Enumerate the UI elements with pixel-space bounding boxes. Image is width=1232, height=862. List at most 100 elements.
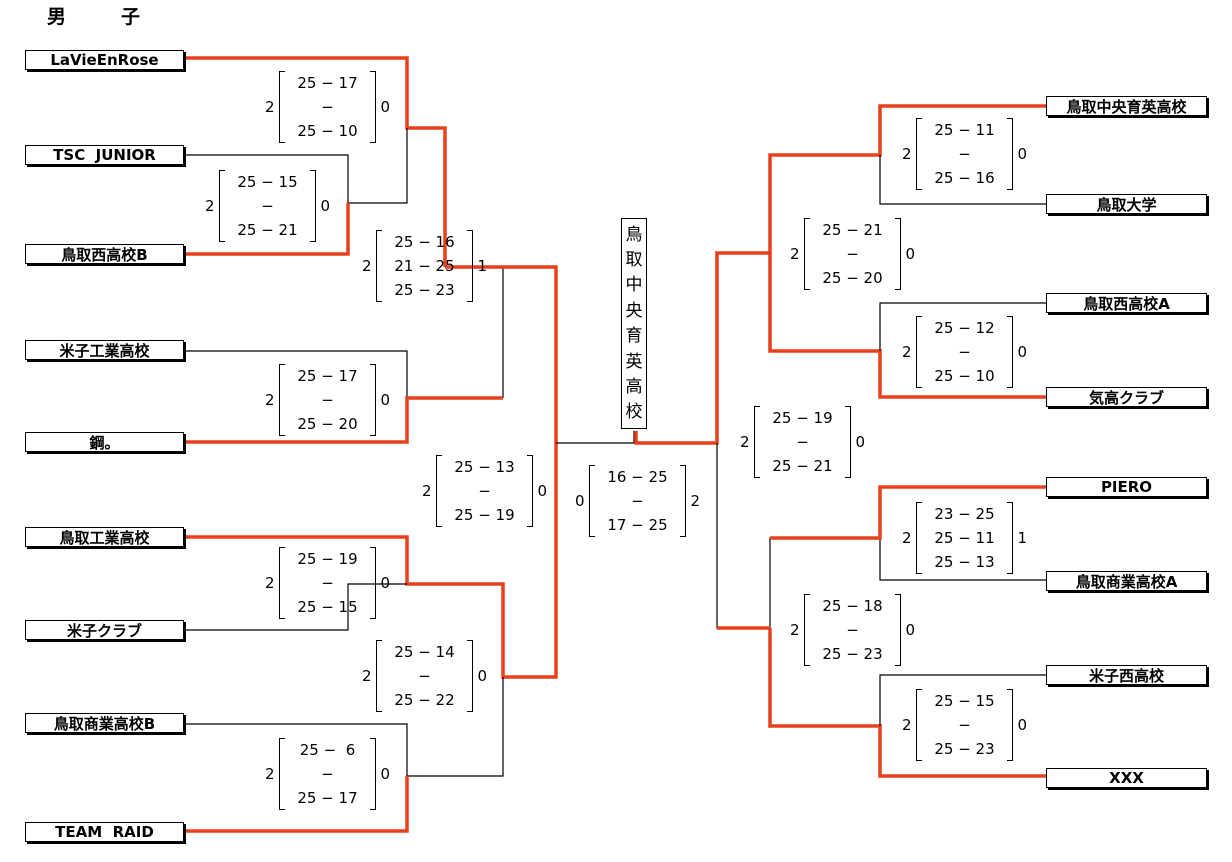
sets-won-left: 2 (265, 574, 275, 592)
set-score: 25 − 17 (297, 788, 358, 807)
set-score: 25 − 21 (822, 220, 883, 239)
bracket-right (895, 218, 901, 290)
champion-char: 英 (625, 351, 643, 372)
set-scores: 16 − 25−17 − 25 (595, 465, 680, 537)
champion-char: 取 (625, 250, 643, 271)
bracket-right (680, 465, 686, 537)
set-score: − (321, 573, 334, 592)
set-score: 25 − 15 (934, 691, 995, 710)
team-yonago-kogyo: 米子工業高校 (25, 340, 184, 360)
sets-won-left: 2 (902, 343, 912, 361)
set-score: 23 − 25 (934, 504, 995, 523)
bracket-left (804, 594, 810, 666)
sets-won-right: 0 (380, 391, 390, 409)
set-score: − (478, 481, 491, 500)
sets-won-right: 1 (1017, 529, 1027, 547)
sets-won-left: 2 (422, 482, 432, 500)
set-scores: 25 − 15 − 25 − 21 (225, 170, 310, 242)
sets-won-right: 0 (905, 621, 915, 639)
bracket-left (376, 640, 382, 712)
sets-won-left: 2 (265, 391, 275, 409)
set-score: 25 − 21 (772, 456, 833, 475)
set-score: 25 − 16 (394, 232, 455, 251)
bracket-right (895, 594, 901, 666)
set-score: 25 − 21 (237, 220, 298, 239)
set-score: 25 − 10 (934, 366, 995, 385)
bracket-left (219, 170, 225, 242)
set-score: 25 − 17 (297, 366, 358, 385)
team-tottori-kogyo: 鳥取工業高校 (25, 527, 184, 547)
set-score: − (958, 715, 971, 734)
winner-path (184, 776, 409, 833)
bracket-right (1007, 316, 1013, 388)
set-score: 25 − 11 (934, 120, 995, 139)
sets-won-left: 2 (902, 529, 912, 547)
sets-won-left: 2 (740, 433, 750, 451)
set-score: 25 − 23 (934, 739, 995, 758)
set-score: 25 − 10 (297, 121, 358, 140)
set-scores: 25 − 18−25 − 23 (810, 594, 895, 666)
set-score: 25 − 23 (394, 280, 455, 299)
set-scores: 25 − 11−25 − 16 (922, 118, 1007, 190)
set-score: − (261, 196, 274, 215)
team-tottori-shogyo-b: 鳥取商業高校B (25, 713, 184, 733)
set-score: 25 − 13 (454, 457, 515, 476)
team-tottori-shogyo-a: 鳥取商業高校A (1046, 571, 1207, 591)
sets-won-left: 2 (790, 245, 800, 263)
team-tottori-daigaku: 鳥取大学 (1046, 194, 1207, 214)
set-score: 25 − 12 (934, 318, 995, 337)
team-hagane: 鋼。 (25, 432, 184, 452)
set-score: − (321, 764, 334, 783)
winner-path (184, 203, 350, 256)
bracket-path (879, 538, 1046, 581)
set-scores: 25 − 14−25 − 22 (382, 640, 467, 712)
champion-char: 高 (625, 376, 643, 397)
bracket-right (467, 640, 473, 712)
set-score: − (846, 244, 859, 263)
set-score: 25 − 15 (237, 172, 298, 191)
bracket-right (310, 170, 316, 242)
bracket-left (376, 230, 382, 302)
sets-won-right: 0 (1017, 343, 1027, 361)
winner-path (770, 485, 1046, 540)
bracket-left (279, 71, 285, 143)
bracket-right (370, 71, 376, 143)
set-score: − (846, 620, 859, 639)
bracket-left (916, 118, 922, 190)
sets-won-left: 2 (265, 98, 275, 116)
team-yonago-nishi: 米子西高校 (1046, 665, 1207, 685)
bracket-left (916, 689, 922, 761)
set-score: − (321, 390, 334, 409)
bracket-left (754, 406, 760, 478)
sets-won-right: 0 (477, 667, 487, 685)
bracket-left (279, 738, 285, 810)
bracket-left (279, 364, 285, 436)
champion-char: 鳥 (625, 224, 643, 245)
team-ketaka-club: 気高クラブ (1046, 387, 1207, 407)
sets-won-right: 0 (1017, 716, 1027, 734)
sets-won-right: 2 (690, 492, 700, 510)
sets-won-left: 2 (265, 765, 275, 783)
champion-char: 育 (625, 326, 643, 347)
bracket-left (804, 218, 810, 290)
sets-won-right: 0 (1017, 145, 1027, 163)
set-score: 25 − 13 (934, 552, 995, 571)
set-score: 25 − 19 (454, 505, 515, 524)
bracket-path (879, 674, 1046, 726)
team-team-raid: TEAM RAID (25, 822, 184, 842)
bracket-right (527, 455, 533, 527)
set-scores: 25 − 17−25 − 10 (285, 71, 370, 143)
champion-char: 央 (625, 300, 643, 321)
set-score: 25 − 15 (297, 597, 358, 616)
set-score: 25 − 20 (822, 268, 883, 287)
set-score: 21 − 25 (394, 256, 455, 275)
